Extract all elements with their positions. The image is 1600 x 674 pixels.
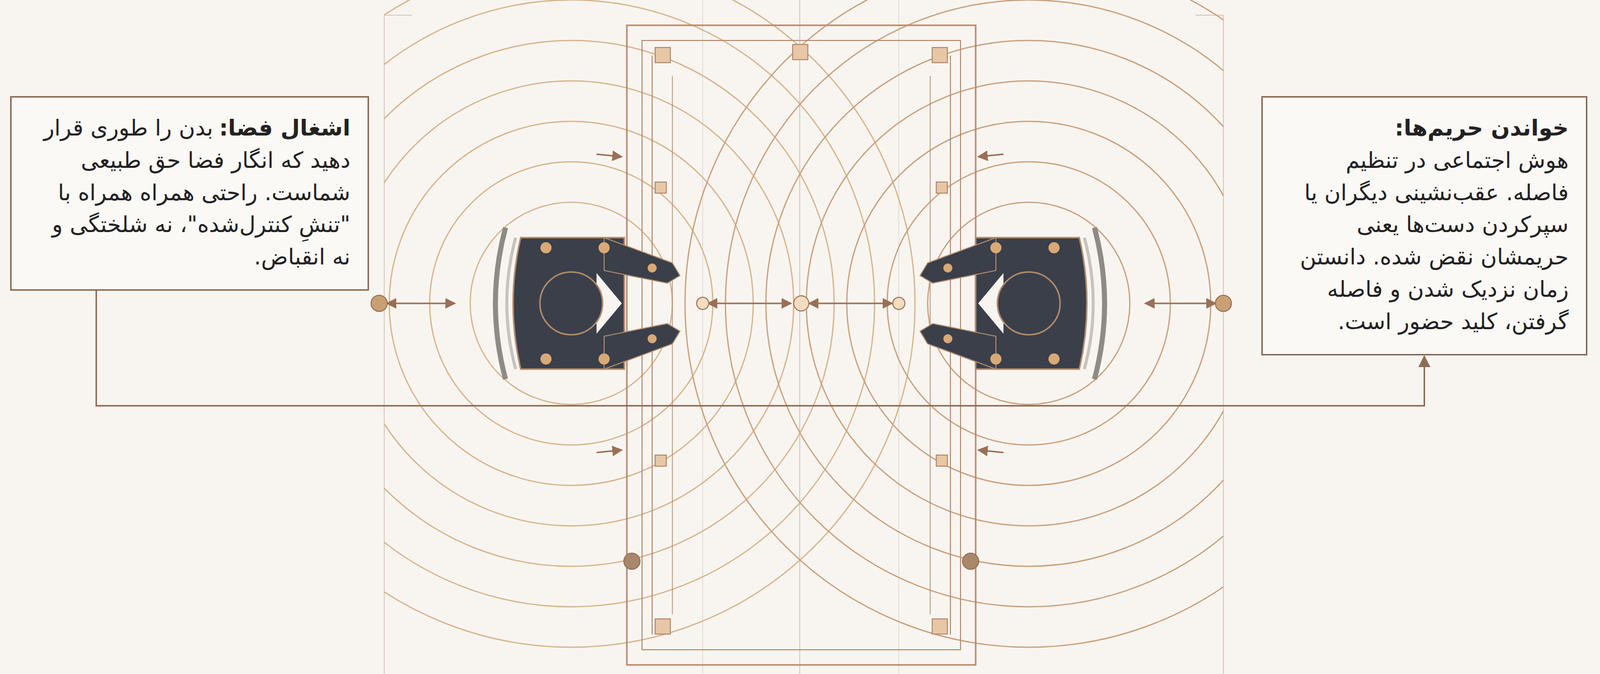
- right-person: [920, 227, 1105, 380]
- table-corners: [655, 44, 948, 634]
- left-person: [495, 227, 680, 380]
- connector: [96, 290, 1425, 406]
- text-box: اشغال فضا:بدن را طوری قرار دهید که انگار…: [10, 96, 370, 291]
- box-heading: خواندن حریم‌ها:: [1284, 111, 1569, 145]
- box-heading: اشغال فضا:: [219, 114, 351, 141]
- distance-arrows: [386, 154, 1216, 453]
- box-body: هوش اجتماعی در تنظیم فاصله. عقب‌نشینی دی…: [1299, 147, 1569, 335]
- right-rings: [684, 0, 1224, 648]
- left-rings: [384, 0, 916, 648]
- table: [626, 25, 976, 665]
- guide-lines: [384, 0, 1224, 674]
- text-box: خواندن حریم‌ها:هوش اجتماعی در تنظیم فاصل…: [1261, 96, 1588, 356]
